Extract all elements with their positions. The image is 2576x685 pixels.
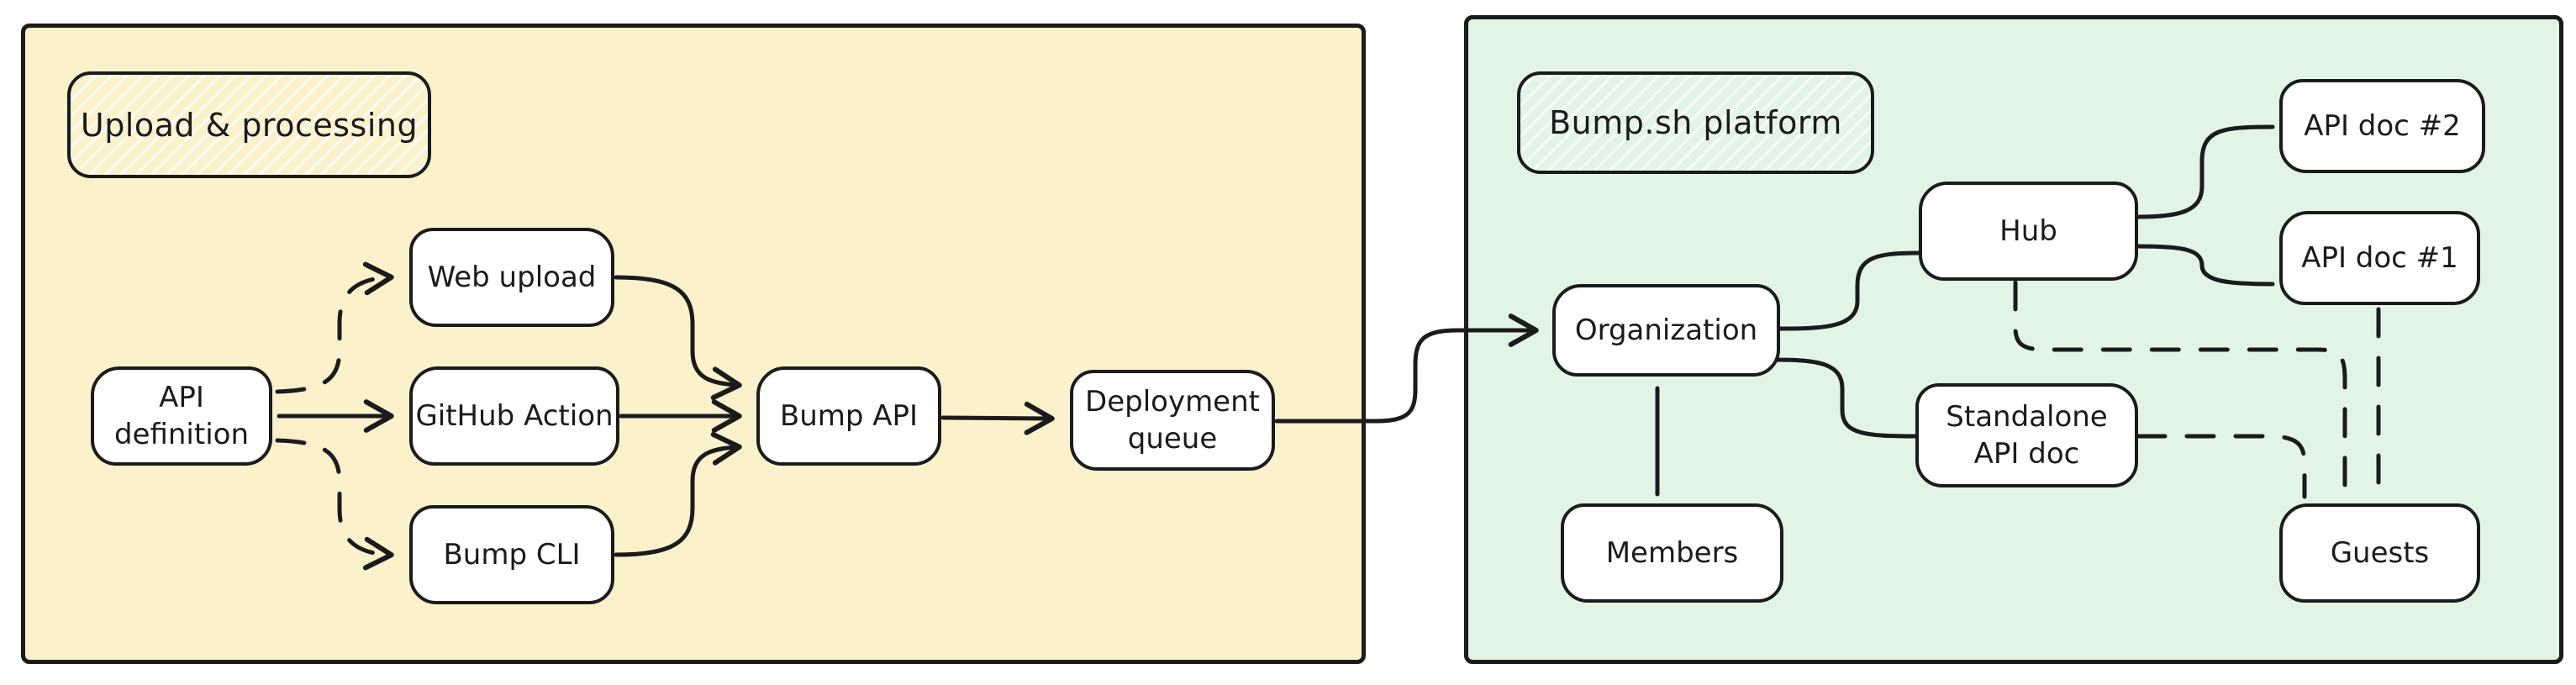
node-organization: Organization bbox=[1552, 284, 1780, 377]
node-github-action: GitHub Action bbox=[409, 366, 619, 466]
node-api-doc-1-label: API doc #1 bbox=[2301, 240, 2458, 275]
upload-processing-label-text: Upload & processing bbox=[80, 106, 419, 144]
node-web-upload: Web upload bbox=[409, 228, 614, 327]
node-bump-api-label: Bump API bbox=[779, 398, 919, 433]
node-api-doc-1: API doc #1 bbox=[2279, 211, 2480, 305]
node-api-definition: API definition bbox=[91, 366, 272, 466]
node-bump-cli-label: Bump CLI bbox=[443, 537, 581, 572]
node-web-upload-label: Web upload bbox=[427, 260, 597, 294]
node-members: Members bbox=[1561, 503, 1783, 603]
node-hub-label: Hub bbox=[1999, 213, 2057, 248]
node-members-label: Members bbox=[1605, 535, 1739, 570]
node-api-doc-2: API doc #2 bbox=[2279, 79, 2485, 173]
node-api-doc-2-label: API doc #2 bbox=[2304, 108, 2461, 143]
node-api-definition-label: API definition bbox=[113, 380, 250, 451]
bumpsh-platform-label: Bump.sh platform bbox=[1517, 71, 1874, 174]
node-bump-api: Bump API bbox=[756, 366, 941, 466]
node-bump-cli: Bump CLI bbox=[409, 505, 614, 604]
node-deployment-queue: Deployment queue bbox=[1070, 370, 1275, 471]
bumpsh-platform-label-text: Bump.sh platform bbox=[1549, 104, 1842, 141]
node-deployment-queue-label: Deployment queue bbox=[1085, 384, 1260, 456]
node-guests-label: Guests bbox=[2330, 535, 2430, 570]
node-standalone-api-doc: Standalone API doc bbox=[1915, 383, 2138, 487]
node-github-action-label: GitHub Action bbox=[415, 398, 614, 433]
node-organization-label: Organization bbox=[1574, 313, 1758, 347]
upload-processing-label: Upload & processing bbox=[67, 71, 431, 178]
node-standalone-api-doc-label: Standalone API doc bbox=[1946, 399, 2108, 471]
node-guests: Guests bbox=[2279, 503, 2480, 603]
node-hub: Hub bbox=[1919, 182, 2138, 281]
